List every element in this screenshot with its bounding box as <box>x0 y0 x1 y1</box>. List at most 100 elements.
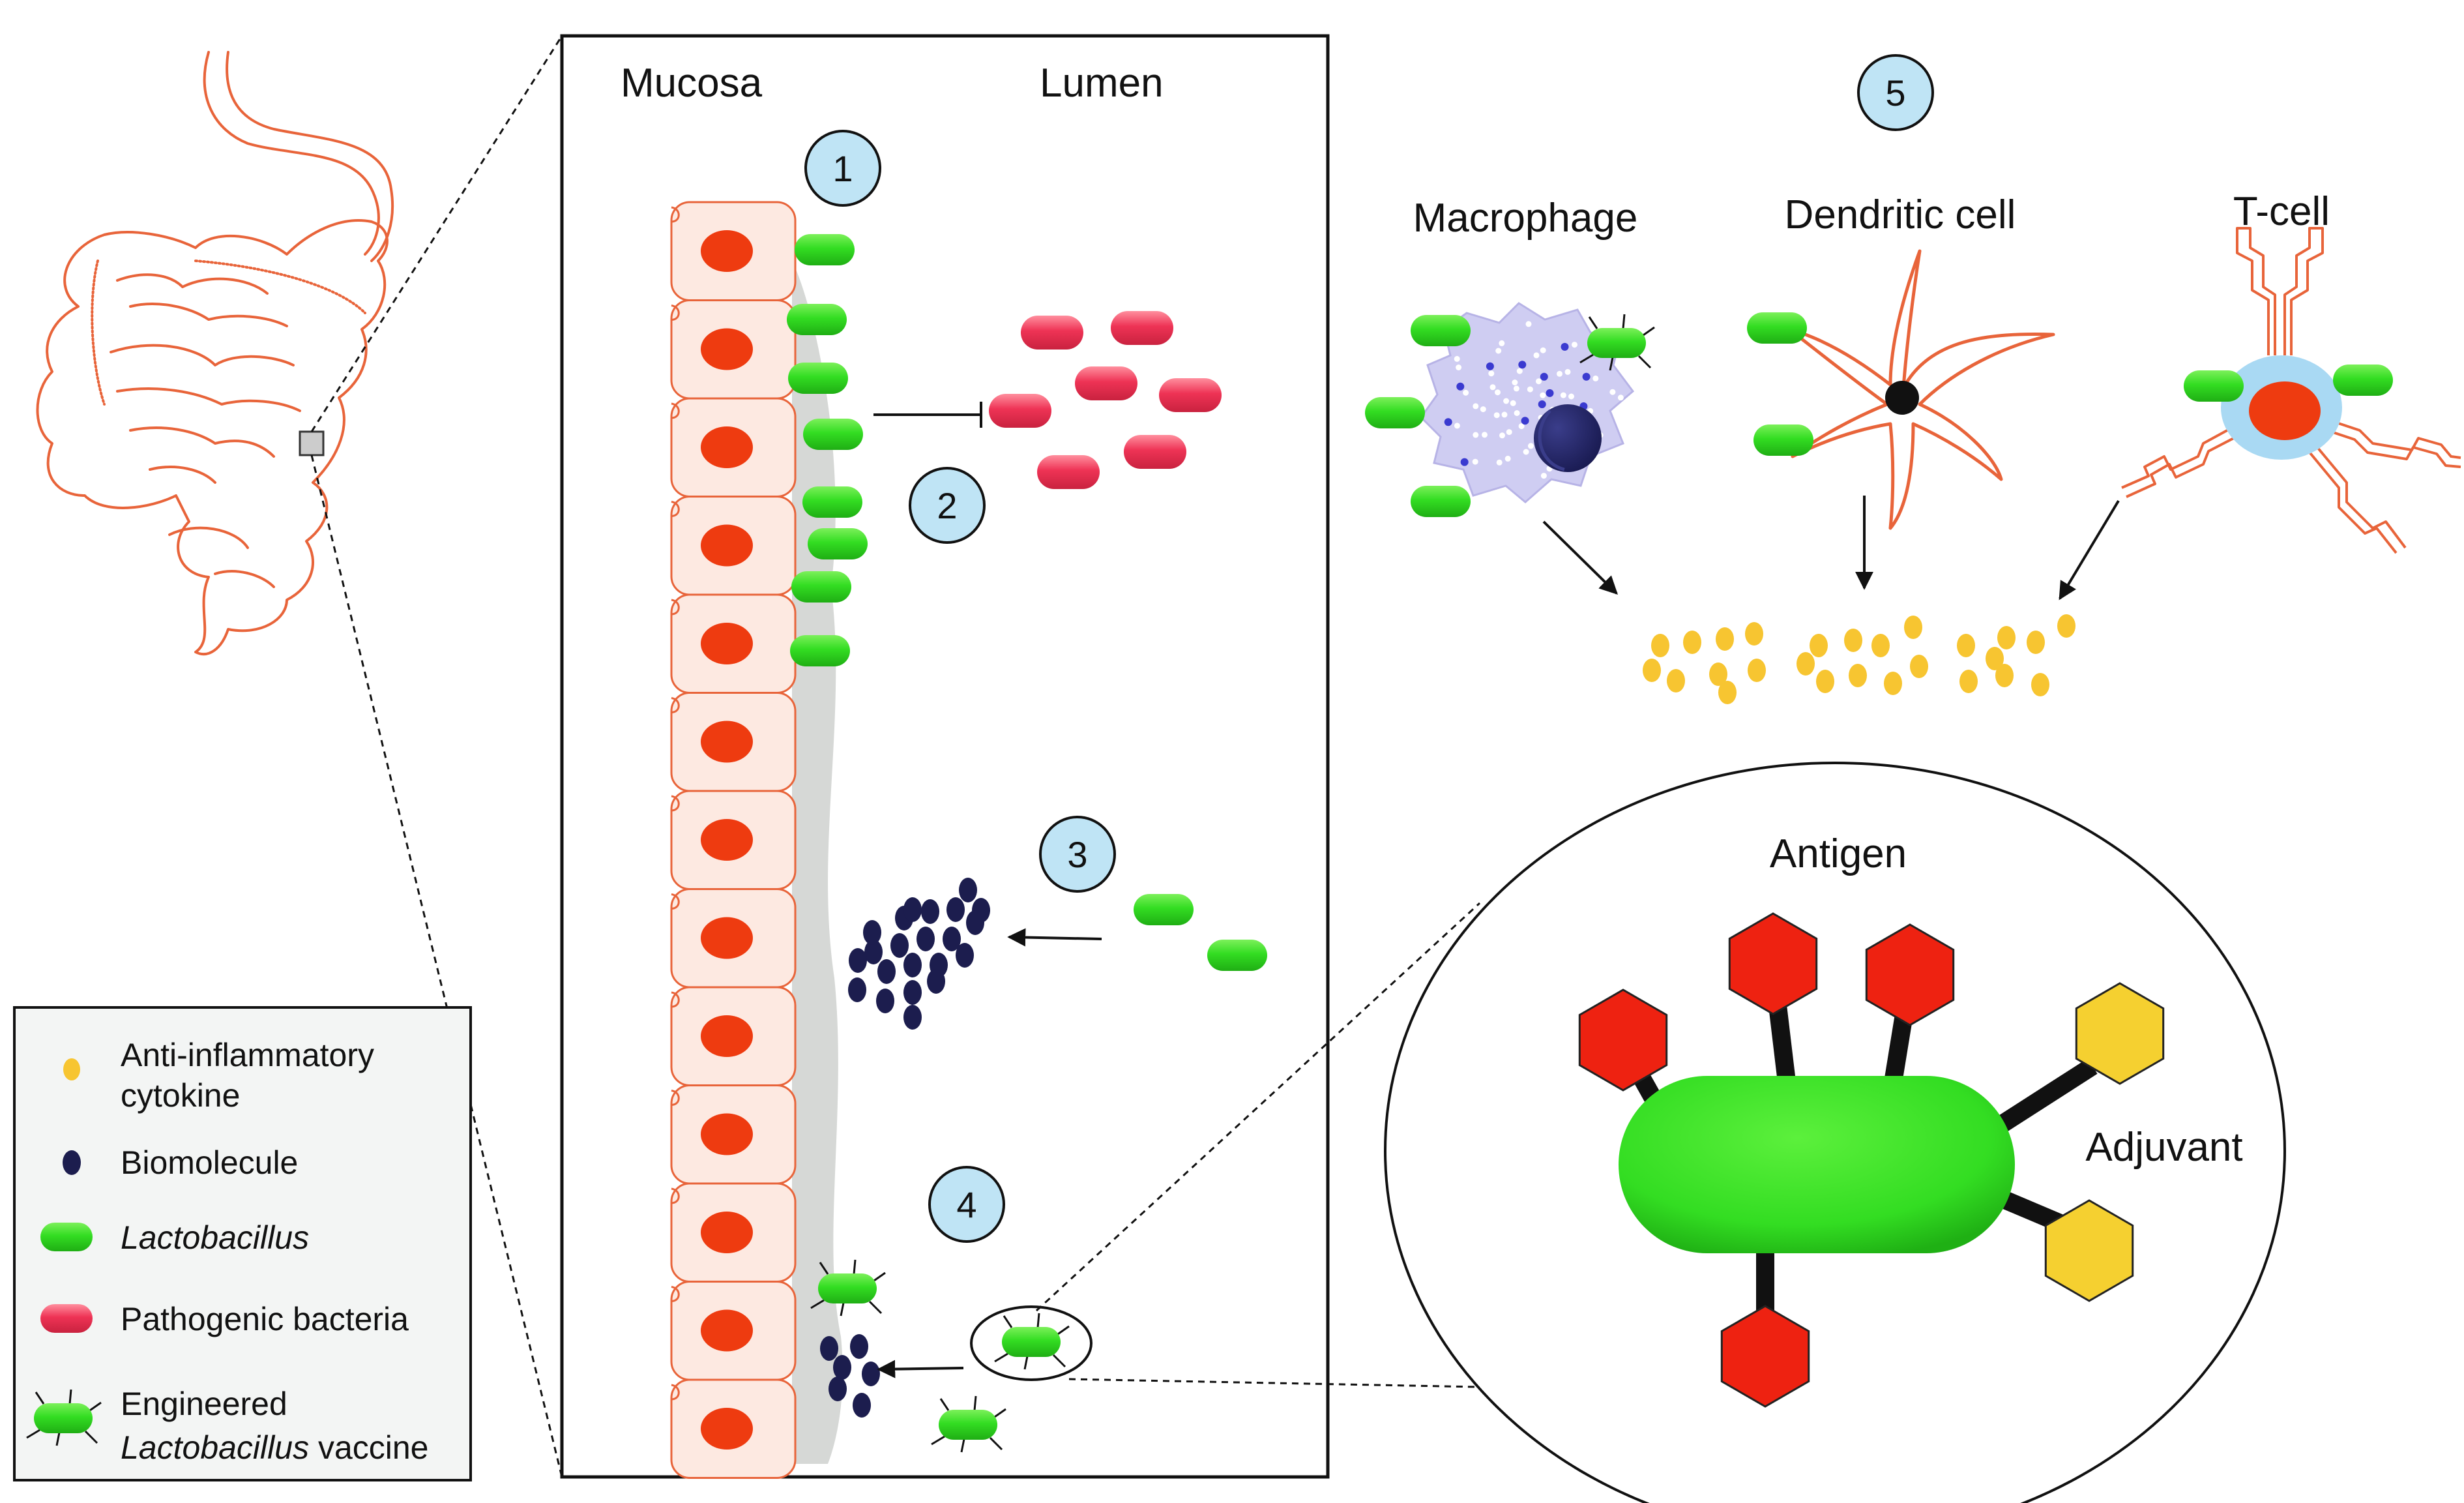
cytokine <box>1683 631 1701 654</box>
pathogenic-bacteria-group <box>989 311 1222 489</box>
legend-cytokine-line1: Anti-inflammatory <box>121 1037 374 1073</box>
legend-lactobacillus-label: Lactobacillus <box>121 1219 309 1256</box>
legend-pathogen-pill <box>40 1304 93 1333</box>
macrophage-granule <box>1560 392 1566 398</box>
pathogenic-bacterium <box>1159 378 1222 412</box>
cytokine <box>1816 670 1834 693</box>
antigen-hexagon <box>1865 923 1955 1026</box>
biomolecule <box>829 1377 847 1401</box>
cell-nucleus <box>701 328 753 370</box>
cytokine <box>1986 647 2004 670</box>
cell-nucleus <box>701 917 753 959</box>
lactobacillus <box>2184 370 2244 402</box>
cell-nucleus <box>701 1309 753 1352</box>
legend-vaccine-italic: Lactobacillus <box>121 1429 309 1466</box>
legend-biomolecule-label: Biomolecule <box>121 1144 298 1181</box>
cytokine <box>1745 622 1763 646</box>
engineered-vaccine-group <box>810 1259 1070 1453</box>
cytokine <box>1797 652 1815 676</box>
cell-nucleus <box>701 623 753 664</box>
engineered-bacterium-icon <box>1578 912 2165 1408</box>
adjuvant-hexagon <box>2044 1199 2134 1302</box>
macrophage-granule <box>1516 368 1523 374</box>
macrophage-granule <box>1572 342 1577 348</box>
pathogenic-bacterium <box>989 394 1051 428</box>
step-badge-4: 4 <box>928 1166 1005 1243</box>
step-badge-3: 3 <box>1039 816 1116 893</box>
cell-nucleus <box>701 426 753 468</box>
cytokine <box>1643 659 1661 682</box>
legend-vaccine-rest: vaccine <box>309 1429 428 1466</box>
lactobacillus <box>1134 894 1194 925</box>
biomolecule <box>848 977 866 1002</box>
lactobacillus <box>1747 312 1807 344</box>
macrophage-granule <box>1609 389 1616 395</box>
lactobacillus <box>1365 397 1425 428</box>
cell-nucleus <box>701 1212 753 1253</box>
cytokine <box>1844 629 1862 652</box>
cell-nucleus <box>701 524 753 567</box>
macrophage-granule <box>1501 411 1508 418</box>
lactobacillus <box>791 571 851 603</box>
dendritic-cell-icon <box>1787 249 2055 530</box>
step-number-1: 1 <box>832 148 853 189</box>
macrophage-label: Macrophage <box>1413 196 1638 241</box>
legend: Anti-inflammatory cytokine Biomolecule L… <box>26 1037 429 1466</box>
biomolecule <box>876 989 894 1013</box>
pathogenic-bacterium <box>1124 435 1186 469</box>
macrophage-granule <box>1540 473 1547 479</box>
macrophage-granule <box>1540 347 1546 353</box>
lactobacillus <box>1411 486 1471 517</box>
macrophage-granule <box>1499 432 1505 439</box>
lactobacillus <box>1411 315 1471 346</box>
legend-pathogen-icon <box>40 1304 93 1333</box>
macrophage-granule <box>1540 372 1548 381</box>
bacterium-body <box>1619 1076 2015 1253</box>
cell-nucleus <box>701 1015 753 1057</box>
legend-vaccine-icon <box>26 1389 102 1446</box>
lactobacillus <box>802 486 862 518</box>
cytokine <box>2057 614 2075 638</box>
biomolecule <box>850 1334 868 1359</box>
biomolecule <box>849 948 867 973</box>
biomolecule <box>943 927 961 951</box>
biomolecule-cluster-4 <box>820 1334 880 1418</box>
macrophage-icon <box>1420 302 1635 503</box>
biomolecule <box>820 1336 838 1361</box>
biomolecule <box>903 897 922 922</box>
pathogenic-bacterium <box>1037 455 1100 489</box>
lactobacillus <box>790 635 850 666</box>
cytokine <box>2031 673 2049 696</box>
macrophage-granule <box>1523 449 1529 455</box>
zoom-lines <box>310 35 563 1478</box>
cytokine <box>1997 626 2016 649</box>
engineered-vaccine <box>994 1313 1070 1370</box>
inhibition-arrow <box>873 402 982 428</box>
biomolecule <box>864 940 883 964</box>
cell-nucleus <box>701 721 753 763</box>
cell-nucleus <box>701 1113 753 1155</box>
mucosa-label: Mucosa <box>621 61 763 106</box>
legend-vaccine-line2: Lactobacillus vaccine <box>121 1429 429 1466</box>
lactobacillus <box>795 234 855 265</box>
step-number-2: 2 <box>937 485 957 526</box>
biomolecule <box>966 910 984 935</box>
cytokine <box>1716 627 1734 651</box>
biomolecule <box>853 1393 871 1418</box>
step-number-4: 4 <box>956 1184 976 1225</box>
macrophage-granule <box>1504 455 1511 462</box>
macrophage-granule <box>1546 389 1554 397</box>
step-badge-2: 2 <box>909 467 986 544</box>
macrophage-granule <box>1480 406 1486 413</box>
macrophage-granule <box>1495 348 1502 354</box>
biomolecule <box>927 969 945 994</box>
cytokine <box>1810 634 1828 657</box>
lactobacillus <box>1753 424 1813 456</box>
antigen-hexagon <box>1720 1305 1810 1408</box>
legend-cytokine-line2: cytokine <box>121 1077 240 1114</box>
macrophage-granule <box>1536 378 1542 385</box>
biomolecule <box>903 1005 922 1030</box>
macrophage-granule <box>1495 389 1501 396</box>
macrophage-granule <box>1473 432 1479 438</box>
macrophage-granule <box>1561 342 1569 351</box>
